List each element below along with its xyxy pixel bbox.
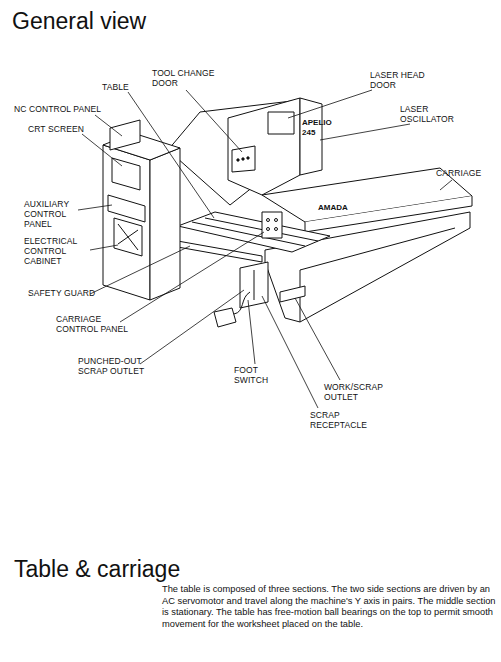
crt-screen xyxy=(112,158,140,190)
cabinet-door-window xyxy=(114,218,142,256)
work-scrap-outlet xyxy=(280,286,305,302)
carriage-side xyxy=(305,196,472,232)
laser-oscillator xyxy=(300,98,322,175)
part-label: SAFETY GUARD xyxy=(28,288,108,298)
part-label: TABLE xyxy=(102,82,142,92)
part-label: CARRIAGE CONTROL PANEL xyxy=(56,314,131,334)
machine-marking: AMADA xyxy=(318,203,358,212)
part-label: WORK/SCRAP OUTLET xyxy=(324,382,394,402)
safety-guard xyxy=(172,240,262,262)
page-title: General view xyxy=(12,8,146,34)
base-edge xyxy=(300,228,455,322)
body-text: The table is composed of three sections.… xyxy=(162,584,498,630)
tool-change-door xyxy=(232,146,255,172)
foot-switch xyxy=(214,308,236,327)
part-label: SCRAP RECEPTACLE xyxy=(310,410,380,430)
carriage-control-panel xyxy=(262,212,282,238)
part-label: NC CONTROL PANEL xyxy=(14,104,114,114)
nc-control-panel xyxy=(110,120,140,150)
machine-marking: 245 xyxy=(302,128,322,137)
part-label: CRT SCREEN xyxy=(28,124,98,134)
laser-head-door xyxy=(268,112,294,134)
part-label: PUNCHED-OUT SCRAP OUTLET xyxy=(78,356,150,376)
part-label: LASER OSCILLATOR xyxy=(400,104,465,124)
part-label: AUXILIARY CONTROL PANEL xyxy=(24,199,89,229)
part-label: TOOL CHANGE DOOR xyxy=(152,68,222,88)
part-label: FOOT SWITCH xyxy=(234,365,279,385)
machine-marking: APELIO xyxy=(302,118,322,127)
section-heading: Table & carriage xyxy=(14,556,264,582)
scrap-receptacle xyxy=(240,262,268,308)
part-label: ELECTRICAL CONTROL CABINET xyxy=(24,236,94,266)
part-label: CARRIAGE xyxy=(436,168,496,178)
leader-lines xyxy=(78,90,452,408)
part-label: LASER HEAD DOOR xyxy=(370,70,425,90)
laser-head-tower xyxy=(228,98,300,195)
